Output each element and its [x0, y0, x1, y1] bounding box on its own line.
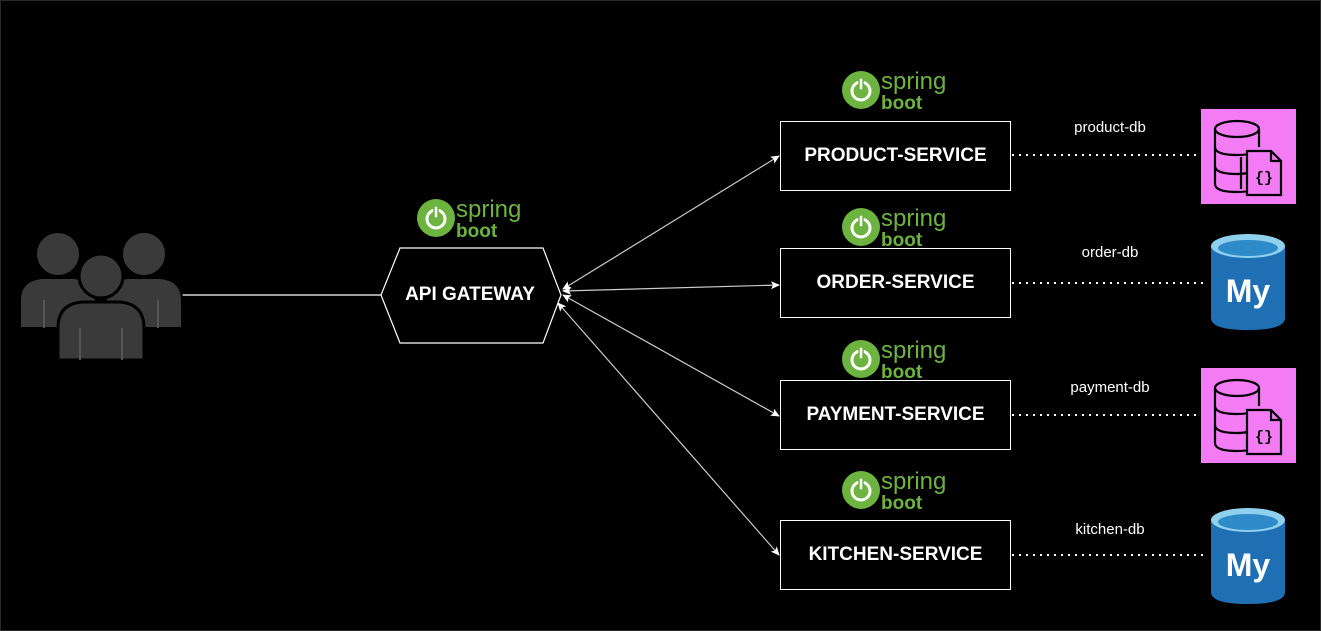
kitchen-db-label: kitchen-db	[1075, 521, 1145, 538]
kitchen-service-label: KITCHEN-SERVICE	[808, 544, 983, 565]
spring-word: spring	[881, 205, 946, 232]
spring-power-icon: spring boot	[842, 205, 946, 251]
gateway-product-arrow	[562, 155, 780, 290]
boot-word: boot	[881, 230, 923, 249]
spring-power-icon: spring boot	[417, 196, 521, 242]
payment-db-label: payment-db	[1070, 379, 1150, 396]
spring-power-icon: spring boot	[842, 68, 946, 114]
svg-text:{}: {}	[1255, 429, 1273, 446]
order-db-label: order-db	[1081, 244, 1139, 261]
spring-boot-logo-gateway: spring boot	[416, 196, 536, 245]
mysql-db-icon: My	[1211, 234, 1285, 330]
mysql-text: My	[1226, 273, 1271, 309]
api-gateway-label: API GATEWAY	[405, 284, 535, 305]
spring-boot-logo-payment: spring boot	[841, 337, 961, 386]
svg-text:{}: {}	[1255, 170, 1273, 187]
spring-word: spring	[456, 196, 521, 223]
product-service-box[interactable]: PRODUCT-SERVICE	[780, 121, 1011, 191]
order-service-box[interactable]: ORDER-SERVICE	[780, 248, 1011, 318]
spring-word: spring	[881, 68, 946, 95]
mysql-text: My	[1226, 547, 1271, 583]
gateway-order-arrow	[562, 281, 780, 295]
spring-word: spring	[881, 337, 946, 364]
spring-boot-logo-order: spring boot	[841, 205, 961, 254]
gateway-kitchen-arrow	[557, 302, 780, 556]
boot-word: boot	[881, 493, 923, 512]
order-service-label: ORDER-SERVICE	[816, 272, 975, 293]
spring-power-icon: spring boot	[842, 468, 946, 514]
kitchen-service-box[interactable]: KITCHEN-SERVICE	[780, 520, 1011, 590]
payment-service-box[interactable]: PAYMENT-SERVICE	[780, 380, 1011, 450]
boot-word: boot	[881, 93, 923, 112]
gateway-payment-arrow	[562, 294, 780, 417]
payment-service-label: PAYMENT-SERVICE	[806, 404, 985, 425]
boot-word: boot	[881, 362, 923, 381]
product-db-label: product-db	[1074, 119, 1146, 136]
spring-word: spring	[881, 468, 946, 495]
document-db-icon: {}	[1201, 368, 1296, 463]
spring-power-icon: spring boot	[842, 337, 946, 383]
spring-boot-logo-kitchen: spring boot	[841, 468, 961, 517]
mysql-db-icon: My	[1211, 508, 1285, 604]
boot-word: boot	[456, 221, 498, 240]
users-group-icon	[19, 231, 183, 362]
api-gateway-hexagon[interactable]	[380, 247, 562, 344]
document-db-icon: {}	[1201, 109, 1296, 204]
spring-boot-logo-product: spring boot	[841, 68, 961, 117]
product-service-label: PRODUCT-SERVICE	[804, 145, 987, 166]
